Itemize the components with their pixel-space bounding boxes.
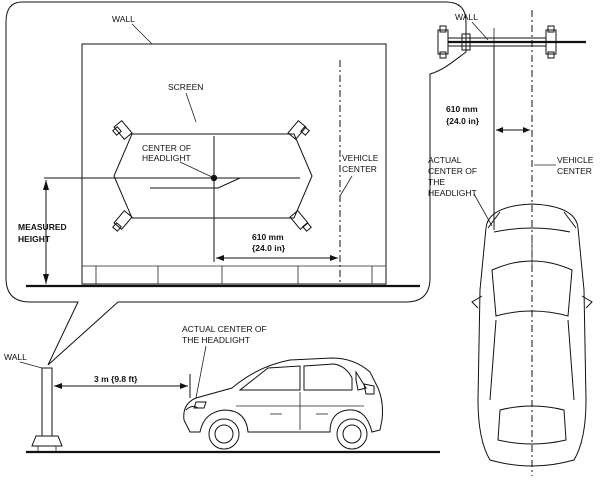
arrowhead	[523, 127, 530, 133]
dimension-in-label: {24.0 in}	[252, 243, 286, 253]
top-vehicle-center-label: CENTER	[557, 166, 592, 176]
actual-center-label: ACTUAL	[428, 155, 462, 165]
arrowhead	[330, 255, 338, 261]
center-of-headlight-label: HEADLIGHT	[142, 153, 191, 163]
vehicle-center-label: VEHICLE	[342, 153, 379, 163]
top-dimension-in-label: {24.0 in}	[446, 116, 480, 126]
arrowhead	[496, 127, 503, 133]
arrowhead	[216, 255, 224, 261]
screen-clamp	[287, 119, 310, 141]
dimension-mm-label: 610 mm	[252, 232, 284, 242]
callout-bubble	[5, 1, 467, 366]
actual-center-leader	[473, 193, 493, 227]
actual-center-label: CENTER OF	[428, 166, 477, 176]
screen-clamp	[112, 119, 133, 141]
actual-center-label: THE	[428, 177, 445, 187]
arrowhead	[43, 274, 49, 284]
cutoff-line	[150, 177, 272, 189]
side-actual-center-label: ACTUAL CENTER OF	[182, 324, 267, 334]
arrowhead	[43, 180, 49, 190]
side-actual-center-leader	[195, 345, 207, 399]
side-wall-post	[31, 367, 63, 452]
actual-center-label: HEADLIGHT	[428, 188, 477, 198]
top-wall-leader	[471, 21, 489, 41]
side-wall-label: WALL	[4, 352, 27, 362]
top-screen-stand	[437, 25, 586, 60]
arrowhead	[54, 383, 62, 389]
side-distance-label: 3 m {9.8 ft}	[94, 374, 138, 384]
screen-leader	[185, 92, 197, 123]
side-actual-center-label: THE HEADLIGHT	[182, 335, 250, 345]
screen-label: SCREEN	[168, 82, 203, 92]
arrowhead	[180, 383, 188, 389]
measured-height-label: MEASURED	[18, 222, 67, 232]
vehicle-center-label: CENTER	[342, 164, 377, 174]
wall-leader	[131, 23, 153, 45]
top-vehicle-center-label: VEHICLE	[557, 155, 594, 165]
center-of-headlight-label: CENTER OF	[142, 143, 191, 153]
side-wall-leader	[19, 361, 43, 369]
screen-clamp	[112, 209, 133, 232]
top-dimension-mm-label: 610 mm	[446, 104, 478, 114]
measured-height-label: HEIGHT	[18, 234, 51, 244]
wall-label: WALL	[112, 14, 135, 24]
car-top-view	[471, 203, 593, 467]
headlight-center-dot	[210, 174, 218, 182]
aiming-screen	[113, 133, 313, 219]
screen-clamp	[289, 209, 312, 232]
vehicle-center-leader	[339, 175, 353, 197]
top-wall-label: WALL	[455, 12, 478, 22]
car-side-view	[183, 357, 383, 450]
wall-rect	[81, 43, 387, 285]
center-leader	[179, 161, 213, 178]
